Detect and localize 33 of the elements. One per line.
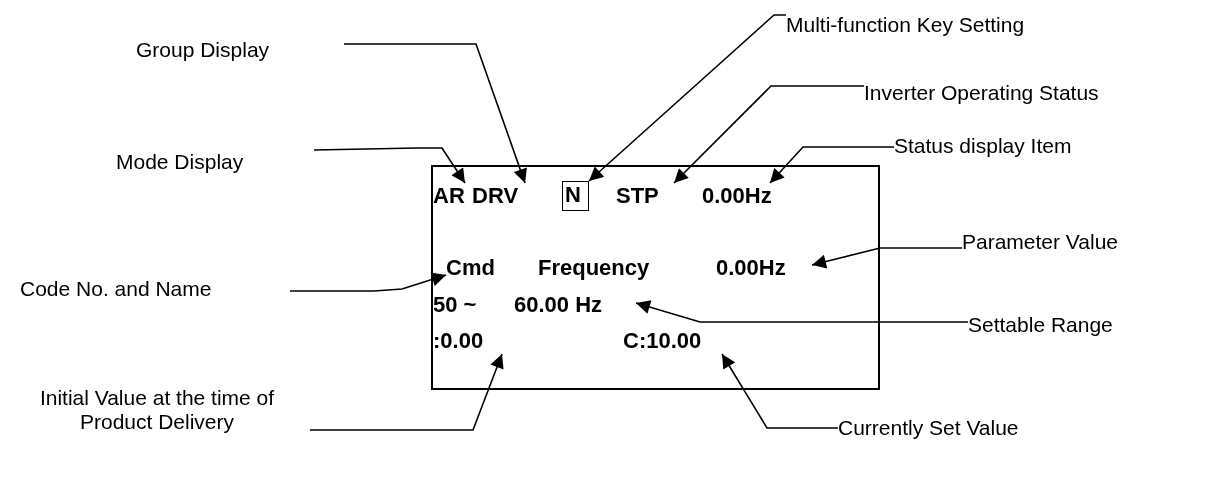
- callout-label: Currently Set Value: [838, 416, 1084, 442]
- display-text: 60.00 Hz: [514, 292, 636, 318]
- leader-arrow: [309, 353, 504, 431]
- leader-arrow: [721, 353, 839, 429]
- key-indicator: N: [562, 181, 589, 211]
- display-text: C:10.00: [623, 328, 733, 354]
- callout-label: Status display Item: [894, 134, 1166, 160]
- leader-arrow: [289, 272, 447, 292]
- callout-label: Mode Display: [116, 150, 314, 176]
- leader-arrow: [769, 146, 895, 184]
- leader-arrow: [673, 85, 865, 184]
- display-screen: [431, 165, 880, 390]
- callout-label: Multi-function Key Setting: [786, 13, 1152, 39]
- leader-arrow: [635, 300, 969, 323]
- callout-label: Code No. and Name: [20, 277, 290, 303]
- leader-arrow: [588, 14, 787, 182]
- display-text: 0.00Hz: [716, 255, 812, 281]
- display-text: 0.00Hz: [702, 183, 798, 209]
- display-text: :0.00: [433, 328, 507, 354]
- leader-arrow: [343, 43, 527, 184]
- display-text: Frequency: [538, 255, 688, 281]
- display-text: DRV: [472, 183, 530, 209]
- callout-label: Initial Value at the time of Product Delivery: [4, 386, 310, 440]
- callout-label: Settable Range: [968, 313, 1198, 339]
- callout-label: Group Display: [136, 38, 344, 64]
- display-text: STP: [616, 183, 674, 209]
- display-text: 50 ~: [433, 292, 487, 318]
- leader-arrow: [313, 147, 466, 184]
- display-text: Cmd: [446, 255, 510, 281]
- display-text: AR: [433, 183, 467, 209]
- leader-arrow: [811, 247, 963, 269]
- callout-label: Inverter Operating Status: [864, 81, 1224, 107]
- callout-label: Parameter Value: [962, 230, 1188, 256]
